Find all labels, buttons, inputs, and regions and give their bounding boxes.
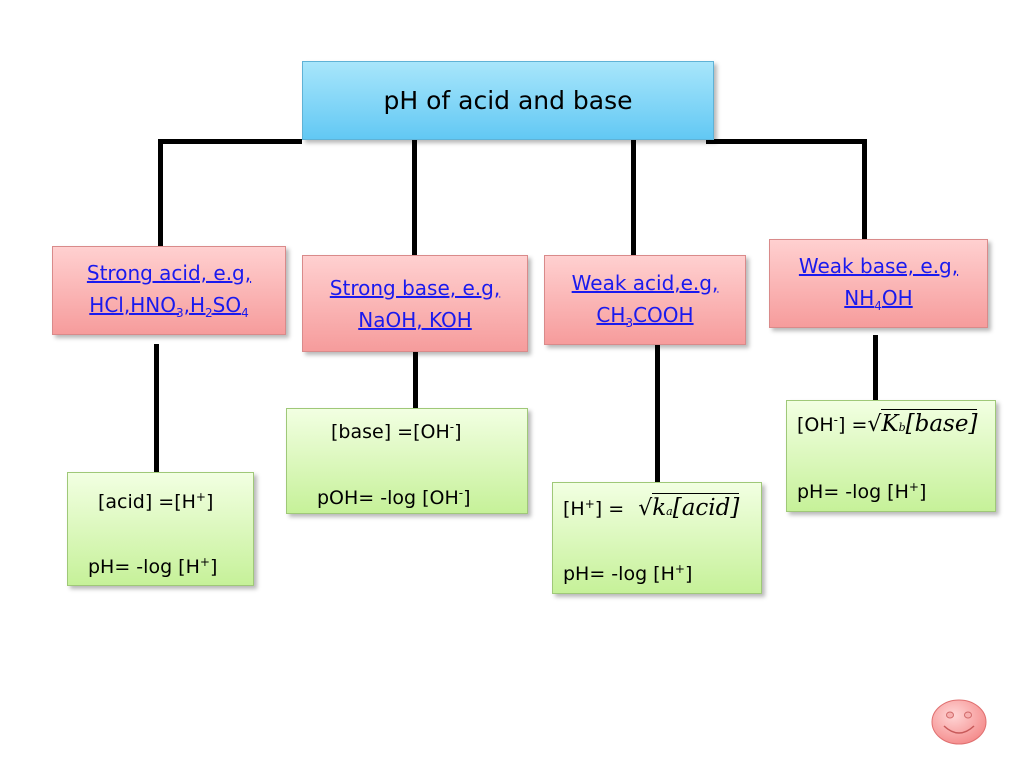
weak-acid-link[interactable]: Weak acid,e.g, [571,270,719,295]
diagram-title-text: pH of acid and base [383,86,633,115]
strong-base-link[interactable]: Strong base, e.g, [329,275,501,300]
smiley-face-icon [931,699,987,745]
weak-acid-ph: pH= -log [H+] [563,562,693,585]
strong-acid-link[interactable]: Strong acid, e.g, [86,261,252,285]
strong-acid-concentration: [acid] =[H+] [98,490,214,513]
connector-strong-base-bottom [413,352,418,408]
weak-acid-concentration: [H+] = √ka[acid] [563,493,740,521]
category-strong-base: Strong base, e.g, NaOH, KOH [302,255,528,352]
category-strong-acid: Strong acid, e.g, HCl,HNO3,H2SO4 [52,246,286,335]
category-weak-acid: Weak acid,e.g, CH3COOH [544,255,746,345]
connector-right-horizontal [706,139,866,144]
connector-weak-acid-top [631,139,636,255]
connector-strong-acid-bottom [154,344,159,472]
connector-weak-acid-bottom [655,345,660,482]
formula-weak-base: [OH-] =√Kb[base] pH= -log [H+] [786,400,996,512]
weak-acid-formula-link[interactable]: CH3COOH [596,302,694,330]
formula-weak-acid: [H+] = √ka[acid] pH= -log [H+] [552,482,762,594]
weak-base-ph: pH= -log [H+] [797,480,927,503]
connector-weak-base-top [862,139,867,239]
square-root-icon: √ [638,496,653,521]
strong-acid-ph: pH= -log [H+] [88,555,218,578]
connector-strong-base-top [412,139,417,255]
connector-strong-acid-top [158,139,163,246]
strong-base-concentration: [base] =[OH-] [331,420,462,443]
formula-strong-base: [base] =[OH-] pOH= -log [OH-] [286,408,528,514]
weak-base-concentration: [OH-] =√Kb[base] [797,409,978,437]
weak-base-radicand: Kb[base] [881,409,978,437]
strong-base-poh: pOH= -log [OH-] [317,486,471,509]
connector-left-horizontal [159,139,302,144]
connector-weak-base-bottom [873,335,878,401]
diagram-title: pH of acid and base [302,61,714,140]
strong-acid-formula-link[interactable]: HCl,HNO3,H2SO4 [89,293,249,320]
weak-base-formula-link[interactable]: NH4OH [844,286,913,313]
weak-base-link[interactable]: Weak base, e.g, [798,254,959,278]
weak-acid-radicand: ka[acid] [652,493,740,521]
formula-strong-acid: [acid] =[H+] pH= -log [H+] [67,472,254,586]
strong-base-examples-link[interactable]: NaOH, KOH [358,307,472,332]
category-weak-base: Weak base, e.g, NH4OH [769,239,988,328]
square-root-icon: √ [867,412,882,437]
